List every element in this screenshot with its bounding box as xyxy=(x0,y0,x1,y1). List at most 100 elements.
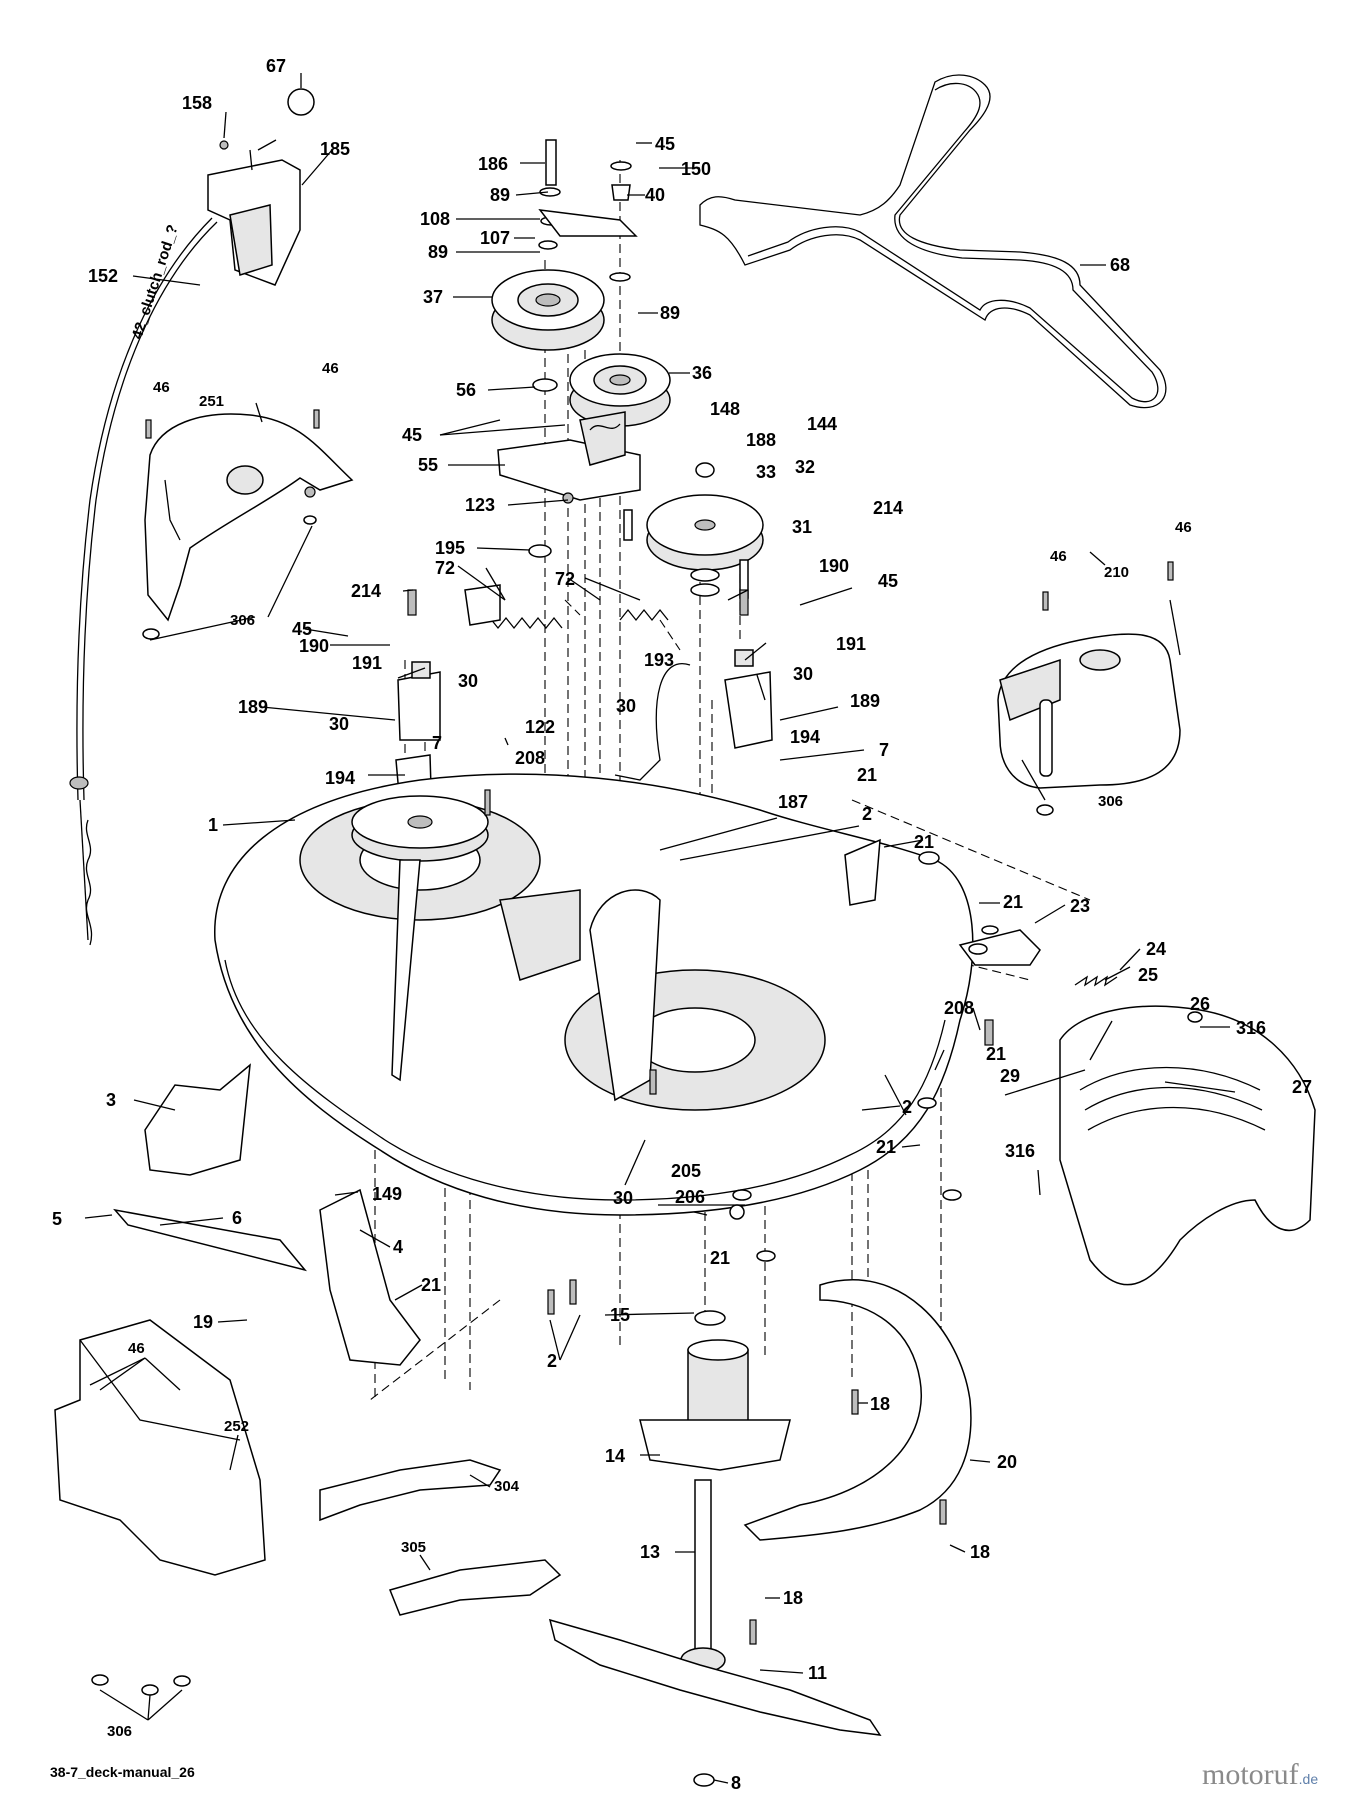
callout-31: 31 xyxy=(792,517,812,537)
belt-cover-251 xyxy=(144,413,354,622)
callout-30: 30 xyxy=(458,671,478,691)
spacer-56 xyxy=(532,378,558,392)
callout-193: 193 xyxy=(644,650,674,670)
mower-deck-1 xyxy=(214,773,974,1216)
callout-25: 25 xyxy=(1138,965,1158,985)
callout-208: 208 xyxy=(944,998,974,1018)
callout-150: 150 xyxy=(681,159,711,179)
callout-108: 108 xyxy=(420,209,450,229)
bracket-189-right xyxy=(724,649,773,749)
callout-13: 13 xyxy=(640,1542,660,1562)
baffle-20 xyxy=(743,1279,972,1541)
spacer-195 xyxy=(528,544,552,558)
callout-107: 107 xyxy=(480,228,510,248)
deck-bracket-2 xyxy=(844,838,881,906)
bracket-3 xyxy=(144,1063,251,1176)
callout-2: 2 xyxy=(547,1351,557,1371)
nut-8 xyxy=(693,1773,715,1787)
callout-305: 305 xyxy=(401,1539,426,1556)
callout-29: 29 xyxy=(1000,1066,1020,1086)
callout-40: 40 xyxy=(645,185,665,205)
watermark-suffix: .de xyxy=(1298,1771,1319,1787)
callout-18: 18 xyxy=(783,1588,803,1608)
callout-21: 21 xyxy=(914,832,934,852)
rod-193 xyxy=(614,662,691,781)
spring-25 xyxy=(1074,975,1118,987)
callout-149: 149 xyxy=(372,1184,402,1204)
callout-21: 21 xyxy=(876,1137,896,1157)
callout-2: 2 xyxy=(862,804,872,824)
callout-46: 46 xyxy=(128,1340,145,1357)
callout-36: 36 xyxy=(692,363,712,383)
callout-210: 210 xyxy=(1104,564,1129,581)
callout-23: 23 xyxy=(1070,896,1090,916)
callout-20: 20 xyxy=(997,1452,1017,1472)
callout-1: 1 xyxy=(208,815,218,835)
callout-208: 208 xyxy=(515,748,545,768)
callout-68: 68 xyxy=(1110,255,1130,275)
callout-14: 14 xyxy=(605,1446,625,1466)
callout-316: 316 xyxy=(1005,1141,1035,1161)
callout-45: 45 xyxy=(655,134,675,154)
callout-8: 8 xyxy=(731,1773,741,1793)
callout-5: 5 xyxy=(52,1209,62,1229)
callout-72: 72 xyxy=(555,569,575,589)
bracket-305 xyxy=(388,1559,562,1616)
callout-26: 26 xyxy=(1190,994,1210,1014)
watermark-text: motoruf xyxy=(1202,1758,1299,1791)
callout-72: 72 xyxy=(435,558,455,578)
callout-2: 2 xyxy=(902,1097,912,1117)
callout-30: 30 xyxy=(616,696,636,716)
callout-18: 18 xyxy=(870,1394,890,1414)
callout-18: 18 xyxy=(970,1542,990,1562)
knob-67 xyxy=(287,88,315,116)
clutch-bracket-185 xyxy=(207,139,301,286)
callout-21: 21 xyxy=(710,1248,730,1268)
link-4 xyxy=(319,1188,421,1366)
callout-205: 205 xyxy=(671,1161,701,1181)
callout-89: 89 xyxy=(490,185,510,205)
rod-29 xyxy=(1004,1069,1086,1096)
diagram-page-code: 38-7_deck-manual_26 xyxy=(50,1764,195,1780)
belt-cover-210 xyxy=(997,633,1181,789)
callout-45: 45 xyxy=(878,571,898,591)
drive-pulley-on-deck xyxy=(351,795,489,1082)
callout-158: 158 xyxy=(182,93,212,113)
shield-252 xyxy=(54,1319,266,1576)
discharge-chute-27 xyxy=(1059,1005,1316,1286)
callout-67: 67 xyxy=(266,56,286,76)
callout-189: 189 xyxy=(238,697,268,717)
spring-72-right xyxy=(619,608,669,622)
callout-7: 7 xyxy=(432,733,442,753)
callout-45: 45 xyxy=(402,425,422,445)
callout-55: 55 xyxy=(418,455,438,475)
callout-46: 46 xyxy=(1175,519,1192,536)
callout-189: 189 xyxy=(850,691,880,711)
callout-21: 21 xyxy=(421,1275,441,1295)
spindle-housing-14 xyxy=(639,1339,791,1471)
callout-11: 11 xyxy=(808,1663,827,1683)
callout-316: 316 xyxy=(1236,1018,1266,1038)
callout-214: 214 xyxy=(873,498,903,518)
drive-pulley-32 xyxy=(646,462,764,599)
spindle-shaft-13 xyxy=(680,1479,726,1673)
callout-194: 194 xyxy=(325,768,355,788)
callout-144: 144 xyxy=(807,414,837,434)
washer-89 xyxy=(609,272,631,282)
callout-186: 186 xyxy=(478,154,508,174)
callout-21: 21 xyxy=(857,765,877,785)
callout-46: 46 xyxy=(322,360,339,377)
callout-148: 148 xyxy=(710,399,740,419)
callout-15: 15 xyxy=(610,1305,630,1325)
callout-labels: 67 158 185 152 186 45 150 89 40 108 107 … xyxy=(52,56,1312,1793)
callout-6: 6 xyxy=(232,1208,242,1228)
callout-190: 190 xyxy=(299,636,329,656)
callout-306: 306 xyxy=(1098,793,1123,810)
idler-arm-stack xyxy=(538,139,638,250)
idler-bracket-55 xyxy=(497,411,641,541)
callout-46: 46 xyxy=(1050,548,1067,565)
bearing-15 xyxy=(694,1310,726,1326)
callout-89: 89 xyxy=(428,242,448,262)
